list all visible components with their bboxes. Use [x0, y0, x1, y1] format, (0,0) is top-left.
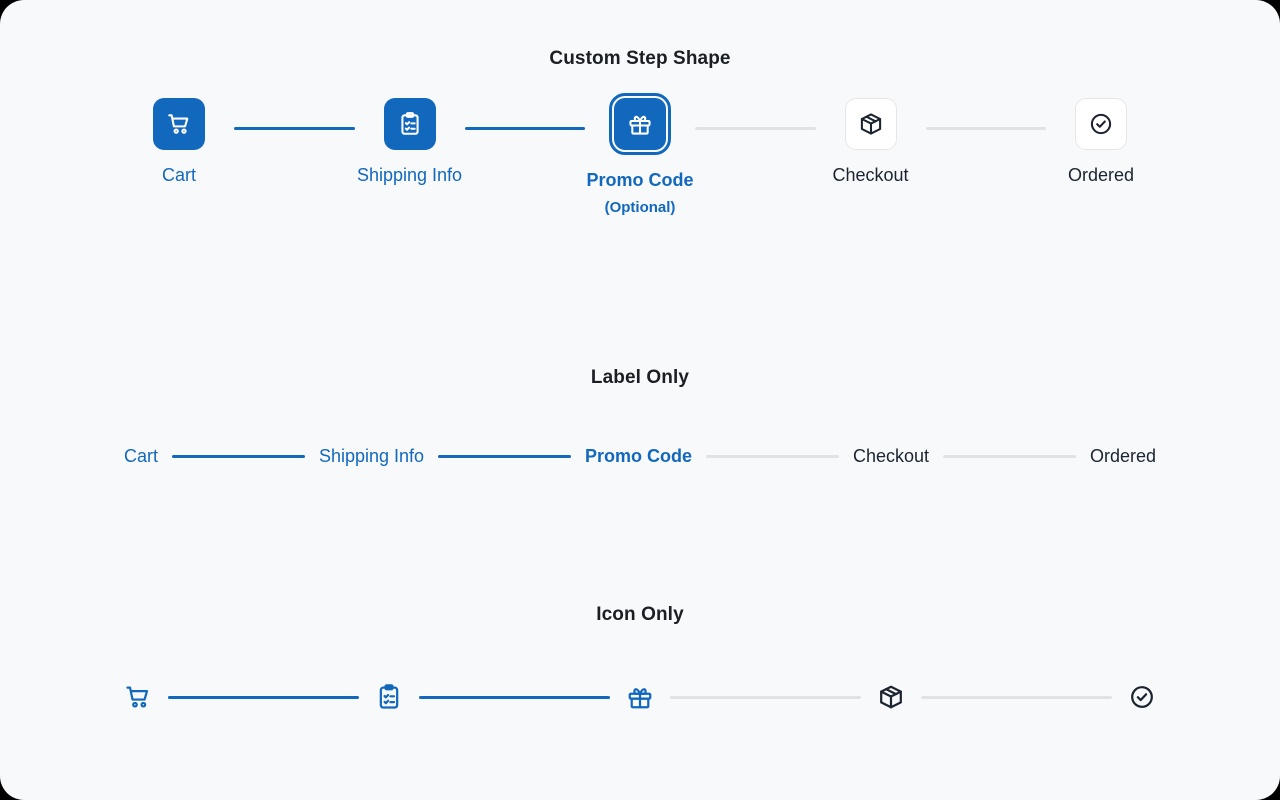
gift-icon: [629, 115, 651, 135]
step-icon-only-promo-code[interactable]: [626, 683, 654, 711]
step-label-only-shipping-info[interactable]: Shipping Info: [319, 446, 424, 467]
step-icon-only-checkout[interactable]: [877, 683, 905, 711]
check-circle-icon[interactable]: [1128, 683, 1156, 711]
connector-4: [921, 695, 1112, 699]
step-marker-cart[interactable]: [153, 98, 205, 150]
connector-4: [943, 455, 1076, 458]
step-label-shipping-info: Shipping Info: [318, 446, 425, 466]
step-label-promo-code: Promo Code: [585, 446, 693, 466]
connector-2: [438, 455, 571, 458]
step-label-cart: Cart: [123, 446, 158, 466]
step-promo-code[interactable]: Promo Code (Optional): [585, 93, 695, 217]
clipboard-check-icon[interactable]: [375, 683, 403, 711]
connector-1: [172, 455, 305, 458]
step-marker-promo-code[interactable]: [614, 98, 666, 150]
section-title-custom-step-shape: Custom Step Shape: [549, 48, 731, 69]
gift-icon[interactable]: [626, 683, 654, 711]
stepper-icon-only: [0, 683, 1280, 711]
stepper-custom-step-shape: Cart S: [0, 93, 1280, 217]
step-ordered[interactable]: Ordered: [1046, 98, 1156, 187]
step-marker-wrap-checkout: [844, 98, 897, 150]
connector-3: [695, 127, 816, 130]
section-custom-step-shape: Custom Step Shape Cart: [0, 48, 1280, 217]
step-sublabel-promo-code: (Optional): [604, 198, 676, 216]
section-title-icon-only: Icon Only: [596, 604, 684, 625]
step-marker-ordered[interactable]: [1075, 98, 1127, 150]
step-icon-only-ordered[interactable]: [1128, 683, 1156, 711]
step-marker-shipping-info[interactable]: [383, 98, 436, 150]
shopping-cart-icon[interactable]: [124, 683, 152, 711]
step-label-checkout: Checkout: [852, 446, 930, 466]
step-label-only-promo-code[interactable]: Promo Code: [585, 446, 692, 467]
step-label-only-ordered[interactable]: Ordered: [1090, 446, 1156, 467]
connector-4: [925, 127, 1046, 130]
step-label-only-cart[interactable]: Cart: [124, 446, 158, 467]
connector-3: [706, 455, 839, 458]
step-checkout[interactable]: Checkout: [816, 98, 926, 187]
step-label-ordered: Ordered: [1067, 165, 1135, 185]
section-label-only: Label Only Cart Shipping Info Promo Code…: [0, 367, 1280, 467]
step-icon-only-shipping-info[interactable]: [375, 683, 403, 711]
step-shipping-info[interactable]: Shipping Info: [355, 98, 465, 187]
check-circle-icon: [1090, 113, 1112, 135]
step-marker-wrap-promo-code: [609, 93, 671, 155]
step-marker-wrap-shipping-info: [383, 98, 436, 150]
section-title-label-only: Label Only: [590, 367, 690, 388]
stepper-label-only: Cart Shipping Info Promo Code Checkout O…: [0, 446, 1280, 467]
shopping-cart-icon: [168, 114, 189, 134]
connector-1: [168, 695, 359, 699]
step-label-ordered: Ordered: [1089, 446, 1157, 466]
step-label-promo-code: Promo Code (Optional): [586, 169, 693, 217]
connector-2: [464, 127, 585, 130]
clipboard-check-icon: [400, 112, 419, 135]
step-label-cart: Cart: [161, 165, 196, 185]
package-icon: [860, 113, 881, 135]
step-marker-checkout[interactable]: [844, 98, 897, 150]
connector-1: [234, 127, 355, 130]
step-label-promo-code-text: Promo Code: [586, 170, 694, 190]
step-label-checkout: Checkout: [832, 165, 909, 185]
step-cart[interactable]: Cart: [124, 98, 234, 187]
connector-2: [419, 695, 610, 699]
step-label-shipping-info: Shipping Info: [356, 165, 463, 185]
section-icon-only: Icon Only: [0, 604, 1280, 711]
package-icon[interactable]: [877, 683, 905, 711]
step-label-only-checkout[interactable]: Checkout: [853, 446, 929, 467]
connector-3: [670, 695, 861, 699]
step-marker-wrap-cart: [153, 98, 205, 150]
step-marker-wrap-ordered: [1075, 98, 1127, 150]
step-icon-only-cart[interactable]: [124, 683, 152, 711]
